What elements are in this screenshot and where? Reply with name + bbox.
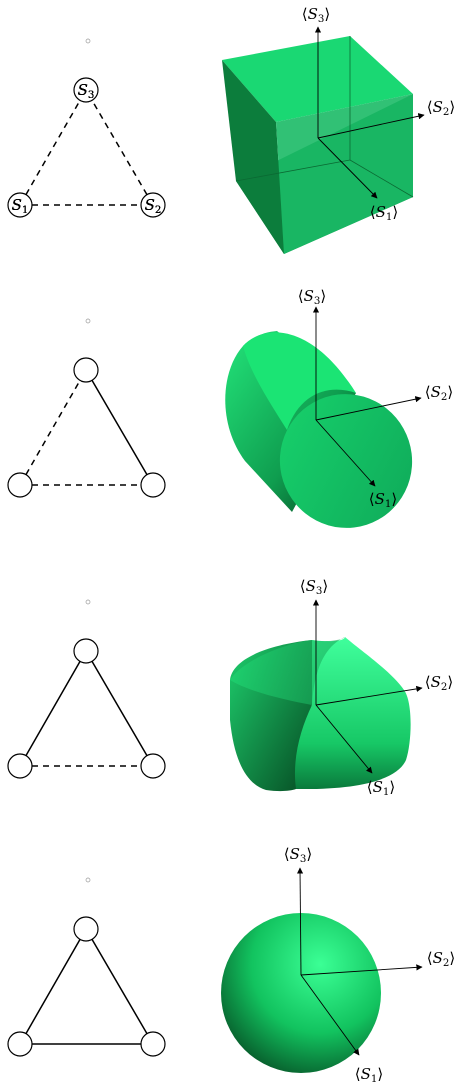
axis-label-s2: ⟨S2⟩ [427,98,455,118]
axis-s3-arrow [296,867,304,976]
node-s2 [140,472,166,498]
axis-s1-arrow [315,704,373,774]
cube-top-face [222,36,413,122]
interaction-graph [7,357,166,498]
node-s3 [73,357,99,383]
edge-s2-s3 [91,938,148,1035]
node-s1 [7,753,33,779]
interaction-graph [7,638,166,779]
node-label-s3: S3 [78,81,95,101]
edge-s1-s3 [25,100,81,195]
axis-label-s1: ⟨S1⟩ [369,490,397,510]
axis-label-s3: ⟨S3⟩ [302,5,330,25]
marker-dot [85,38,91,44]
edge-s2-s3 [91,379,148,476]
axis-label-s2: ⟨S2⟩ [425,383,453,403]
node-s3 [73,77,99,103]
node-s3 [73,916,99,942]
node-s2 [140,753,166,779]
cube-front-face [276,94,413,254]
shape-sphere [221,913,381,1073]
interaction-graph [7,916,166,1057]
sphere-body [221,913,381,1073]
row-bicylinder: ⟨S3⟩ ⟨S2⟩ ⟨S1⟩ [7,577,453,798]
row-box: ⟨S3⟩ ⟨S2⟩ ⟨S1⟩ [7,5,455,254]
axis-label-s3: ⟨S3⟩ [298,287,326,307]
marker-dot [85,318,91,324]
cylinder-cap [279,394,413,528]
node-s3 [73,638,99,664]
edge-s2-s3 [91,99,148,196]
cube-left-face [222,60,284,254]
node-s1 [7,1031,33,1057]
axis-s2-arrow [317,113,425,139]
axis-label-s2: ⟨S2⟩ [425,673,453,693]
node-s2 [140,1031,166,1057]
axis-label-s1: ⟨S1⟩ [367,778,395,798]
node-label-s2: S2 [145,196,162,216]
node-label-s1: S1 [12,196,29,216]
shape-cube [222,36,414,254]
axis-s1-arrow [317,137,378,199]
axis-s1-arrow [315,419,376,487]
axis-label-s2: ⟨S2⟩ [427,949,455,969]
cylinder-top-sheen [243,332,356,430]
axes: ⟨S3⟩ ⟨S2⟩ ⟨S1⟩ [302,5,455,223]
axis-label-s1: ⟨S1⟩ [355,1065,383,1085]
shape-cylinder [225,331,413,528]
node-s2 [140,192,166,218]
axis-s2-arrow [300,964,423,976]
axes: ⟨S3⟩ ⟨S2⟩ ⟨S1⟩ [298,287,453,510]
axis-s2-arrow [315,685,423,706]
node-label-s3: S3 [78,81,95,101]
axes: ⟨S3⟩ ⟨S2⟩ ⟨S1⟩ [300,577,453,798]
row-cylinder: ⟨S3⟩ ⟨S2⟩ ⟨S1⟩ [7,287,453,528]
node-label-s2: S2 [145,196,162,216]
axis-label-s3: ⟨S3⟩ [300,577,328,597]
shape-bicylinder [230,637,411,792]
node-s1 [7,192,33,218]
node-label-s2: S2 [145,196,162,216]
node-label-s2: S2 [145,196,162,216]
axis-label-s1: ⟨S1⟩ [370,203,398,223]
axes: ⟨S3⟩ ⟨S2⟩ ⟨S1⟩ [284,845,455,1085]
row-sphere: ⟨S3⟩ ⟨S2⟩ ⟨S1⟩ [7,845,455,1085]
node-label-s1: S1 [12,196,29,216]
interaction-graph [7,77,166,218]
node-label-s3: S3 [78,81,95,101]
node-label-s1: S1 [12,196,29,216]
edge-s1-s3 [25,939,81,1034]
edge-s1-s3 [25,661,81,756]
axis-s2-arrow [315,396,422,421]
marker-dot [85,877,91,883]
node-s1 [7,472,33,498]
edge-s2-s3 [91,660,148,757]
edge-s1-s3 [25,380,81,475]
marker-dot [85,599,91,605]
bicylinder-right-face [294,637,411,790]
node-label-s3: S3 [78,81,95,101]
axis-s1-arrow [300,974,360,1056]
axis-label-s3: ⟨S3⟩ [284,845,312,865]
node-label-s1: S1 [12,196,29,216]
